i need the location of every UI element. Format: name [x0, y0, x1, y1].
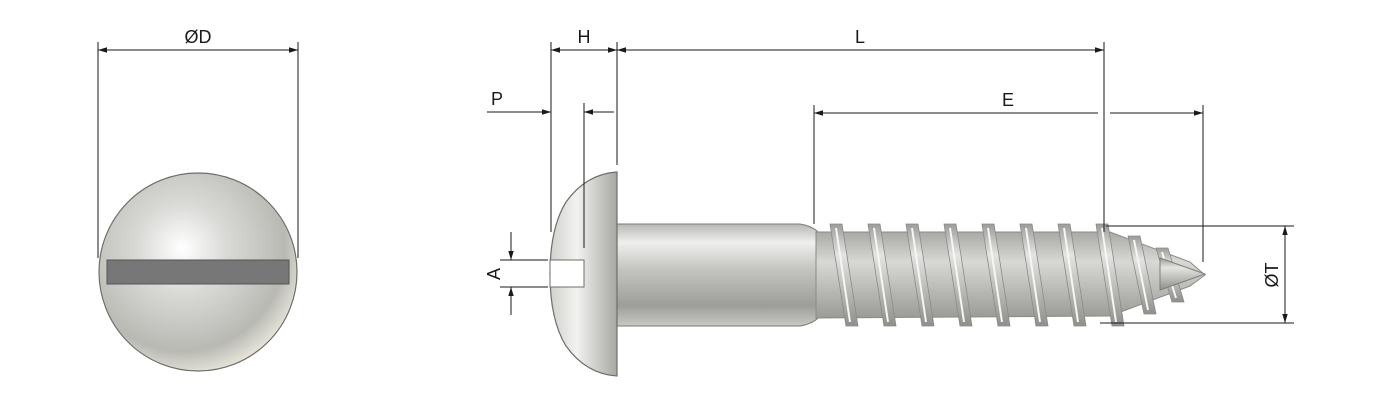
dim-slot-depth: P [487, 89, 614, 248]
thread-highlight [1133, 239, 1149, 311]
label-slot-depth: P [491, 89, 503, 109]
dim-thread-length: E [813, 90, 1204, 262]
thread-highlight [1063, 227, 1079, 323]
thread-highlight [835, 227, 851, 323]
dim-thread-diameter: ØT [1100, 225, 1294, 324]
label-head-diameter: ØD [185, 27, 212, 47]
thread-highlight [949, 227, 965, 323]
thread-highlight [873, 227, 889, 323]
screw-tip [1159, 257, 1207, 291]
label-thread-length: E [1002, 90, 1014, 110]
head-top-slot [106, 259, 290, 285]
head-top-view [98, 172, 298, 372]
thread-highlight [911, 227, 927, 323]
dim-length: L [617, 27, 1105, 232]
thread-highlight [1025, 227, 1041, 323]
label-slot-width: A [484, 268, 504, 280]
screw-side-view [549, 171, 1207, 377]
label-head-height: H [578, 27, 591, 47]
dim-head-diameter: ØD [97, 27, 299, 258]
dim-head-height: H [550, 27, 618, 232]
screw-shank [616, 223, 819, 327]
dim-slot-width: A [484, 232, 548, 315]
thread-highlight [1101, 227, 1117, 323]
label-thread-diameter: ØT [1262, 262, 1282, 287]
label-length: L [855, 27, 865, 47]
thread-highlight [987, 227, 1003, 323]
head-side-slot [549, 259, 585, 288]
